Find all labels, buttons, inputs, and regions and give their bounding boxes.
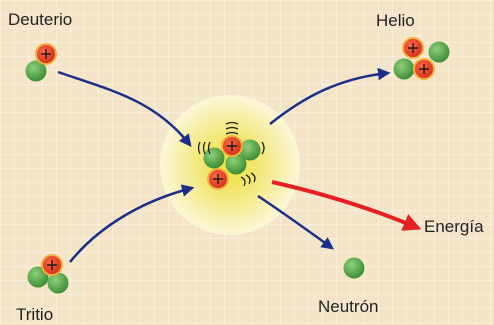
neutron-icon [225, 153, 247, 175]
proton-icon [220, 134, 244, 158]
label-energy: Energía [424, 217, 484, 236]
deuterium-nucleus [25, 42, 58, 82]
neutron-icon [393, 58, 415, 80]
label-helium: Helio [376, 11, 415, 30]
helium-arrow [269, 67, 391, 125]
vibration-icon [197, 121, 265, 187]
label-tritium: Tritio [16, 305, 54, 324]
proton-icon [34, 42, 58, 66]
label-deuterium: Deuterio [8, 10, 73, 29]
proton-icon [40, 253, 64, 277]
tritium-nucleus [27, 253, 69, 294]
proton-icon [412, 57, 436, 81]
neutron-arrow [257, 194, 335, 250]
energy-arrow [271, 180, 422, 231]
tritium-arrow [69, 184, 195, 263]
neutron-particle-icon [343, 257, 365, 279]
proton-icon [206, 167, 230, 191]
label-neutron: Neutrón [318, 297, 379, 316]
neutron-icon [203, 147, 225, 169]
helium-nucleus [393, 36, 450, 81]
proton-icon [401, 36, 425, 60]
deuterium-arrow [57, 70, 192, 147]
neutron-icon [428, 41, 450, 63]
